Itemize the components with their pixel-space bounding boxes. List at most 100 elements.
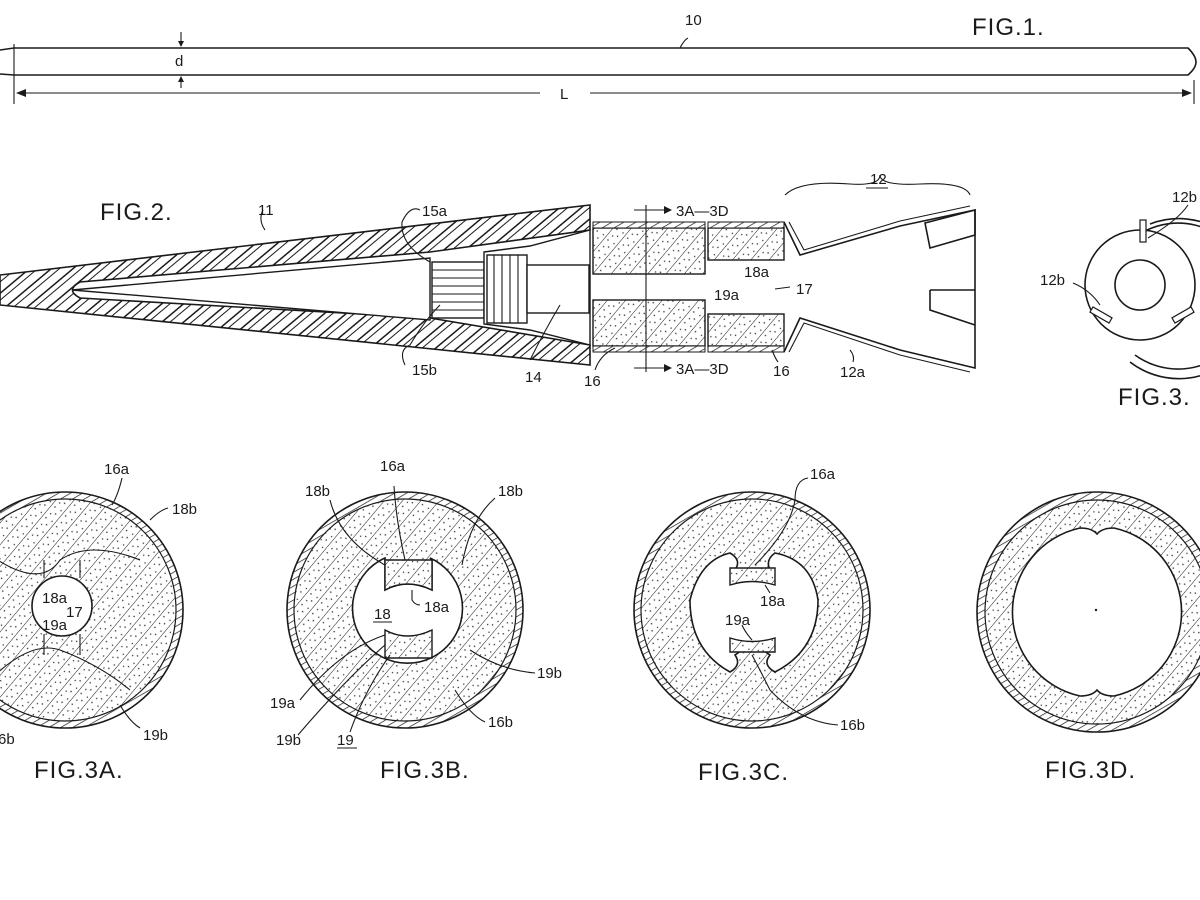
fig3c-title: FIG.3C. [698,759,789,786]
fig3a-label-16a: 16a [104,461,130,478]
fig3b-label-16b: 16b [488,714,513,731]
fig3c-label-16a: 16a [810,466,836,483]
fig3d-title: FIG.3D. [1045,757,1136,784]
leader-16a [754,477,809,566]
fig3b-web-bottom [384,628,433,659]
inner-cavity [71,257,431,321]
leader-12a [849,349,855,363]
label-14: 14 [525,369,542,386]
diameter-arrow-top-icon [178,41,184,47]
fig3c-label-16b: 16b [840,717,865,734]
nozzle-brace [784,174,971,196]
leader-18a [764,584,771,594]
plug-14 [526,264,590,314]
leader-12b-top [1147,204,1189,239]
leader-19 [349,654,391,733]
fig3a-lower-boundary [0,647,131,691]
fin-block [431,261,485,319]
leader-15b [401,304,441,366]
grain-upper-left [592,227,706,275]
fig3b-label-18b-right: 18b [498,483,523,500]
fig3d-center-dot [1094,608,1098,612]
fig3-outer-ring-1 [1129,217,1200,380]
thread-lines [493,255,519,323]
tapered-body [0,204,591,366]
grain-lower-right [707,313,785,347]
fig3a-bore [31,575,93,637]
fig3a-webs [43,560,81,655]
casing-lower-left [592,345,706,353]
fig3b-title: FIG.3B. [380,757,470,784]
fig3a-title: FIG.3A. [34,757,124,784]
label-12b-top: 12b [1172,189,1197,206]
leader-16b [454,689,486,723]
fig3a-label-19a: 19a [42,617,68,634]
label-16-left: 16 [584,373,601,390]
fig3-tab-top [1139,219,1147,243]
label-12b-left: 12b [1040,272,1065,289]
nozzle-outline [783,209,976,370]
fig3b-label-19a: 19a [270,695,296,712]
grain-upper-right [707,227,785,261]
nozzle-slot [929,289,976,326]
leader-16b [751,654,839,726]
leader-19b [119,704,141,729]
fig3c-label-18a: 18a [760,593,786,610]
length-arrow-right-icon [1182,89,1192,97]
casing-upper-right [707,221,785,229]
fig3c-bore [689,552,819,673]
leader-17 [774,286,791,290]
section-arrow-top-icon [664,206,672,214]
leader-16-left [594,347,616,371]
fig3b-label-19b-right: 19b [537,665,562,682]
fig3a-label-19b: 19b [143,727,168,744]
figure-3d: FIG.3D. [976,491,1200,784]
leader-16-right [771,349,779,363]
fig3a-label-18b: 18b [172,501,197,518]
fig3c-web-bottom [729,637,776,653]
label-section-bottom: 3A—3D [676,361,729,378]
fig3-tab-left [1089,306,1113,324]
label-section-top: 3A—3D [676,203,729,220]
label-L: L [560,86,568,103]
leader-19a [741,624,753,641]
casing-lower-right [707,345,785,353]
casing-upper-left [592,221,706,229]
fig3b-label-19: 19 [337,732,354,749]
label-15b: 15b [412,362,437,379]
figure-3b: 16a 18b 18b 18 18a 19a 19b 19 19b 16b FI… [270,458,562,784]
nozzle-tab-top [924,208,976,250]
fig3-tab-right [1171,306,1195,324]
nozzle-inner-top [788,205,971,251]
fig2-title: FIG.2. [100,199,173,226]
leader-18a [411,590,421,606]
grain-lower-left [592,299,706,347]
label-10: 10 [685,12,702,29]
length-arrow-left-icon [16,89,26,97]
fig3a-label-16b: 6b [0,731,15,748]
figure-3a: 16a 18b 18a 17 19a 19b 6b FIG.3A. [0,461,197,784]
rod-outline [14,47,1197,76]
fig3a-upper-boundary [0,549,141,575]
label-12: 12 [870,171,887,188]
leader-12b-left [1072,282,1101,306]
diameter-arrow-bottom-icon [178,76,184,82]
fig3b-label-19b-left: 19b [276,732,301,749]
leader-14 [529,304,561,361]
label-17: 17 [796,281,813,298]
label-19a: 19a [714,287,740,304]
fig3b-label-18a: 18a [424,599,450,616]
label-12a: 12a [840,364,866,381]
fig3-outer-ring-2 [1134,222,1200,370]
leader-19b-right [469,649,536,674]
figure-2: FIG.2. 11 15a 15b 14 16 16 12 12a 18a 19… [0,171,976,390]
leader-16a [393,485,406,561]
label-16-right: 16 [773,363,790,380]
fig3-middle-ring [1084,229,1196,341]
fig3d-bore [1011,527,1183,697]
nozzle-inner-bottom [788,322,971,373]
figure-3c: 16a 18a 19a 16b FIG.3C. [633,466,871,786]
fig1-title: FIG.1. [972,14,1045,41]
leader-18b-left [329,499,386,566]
